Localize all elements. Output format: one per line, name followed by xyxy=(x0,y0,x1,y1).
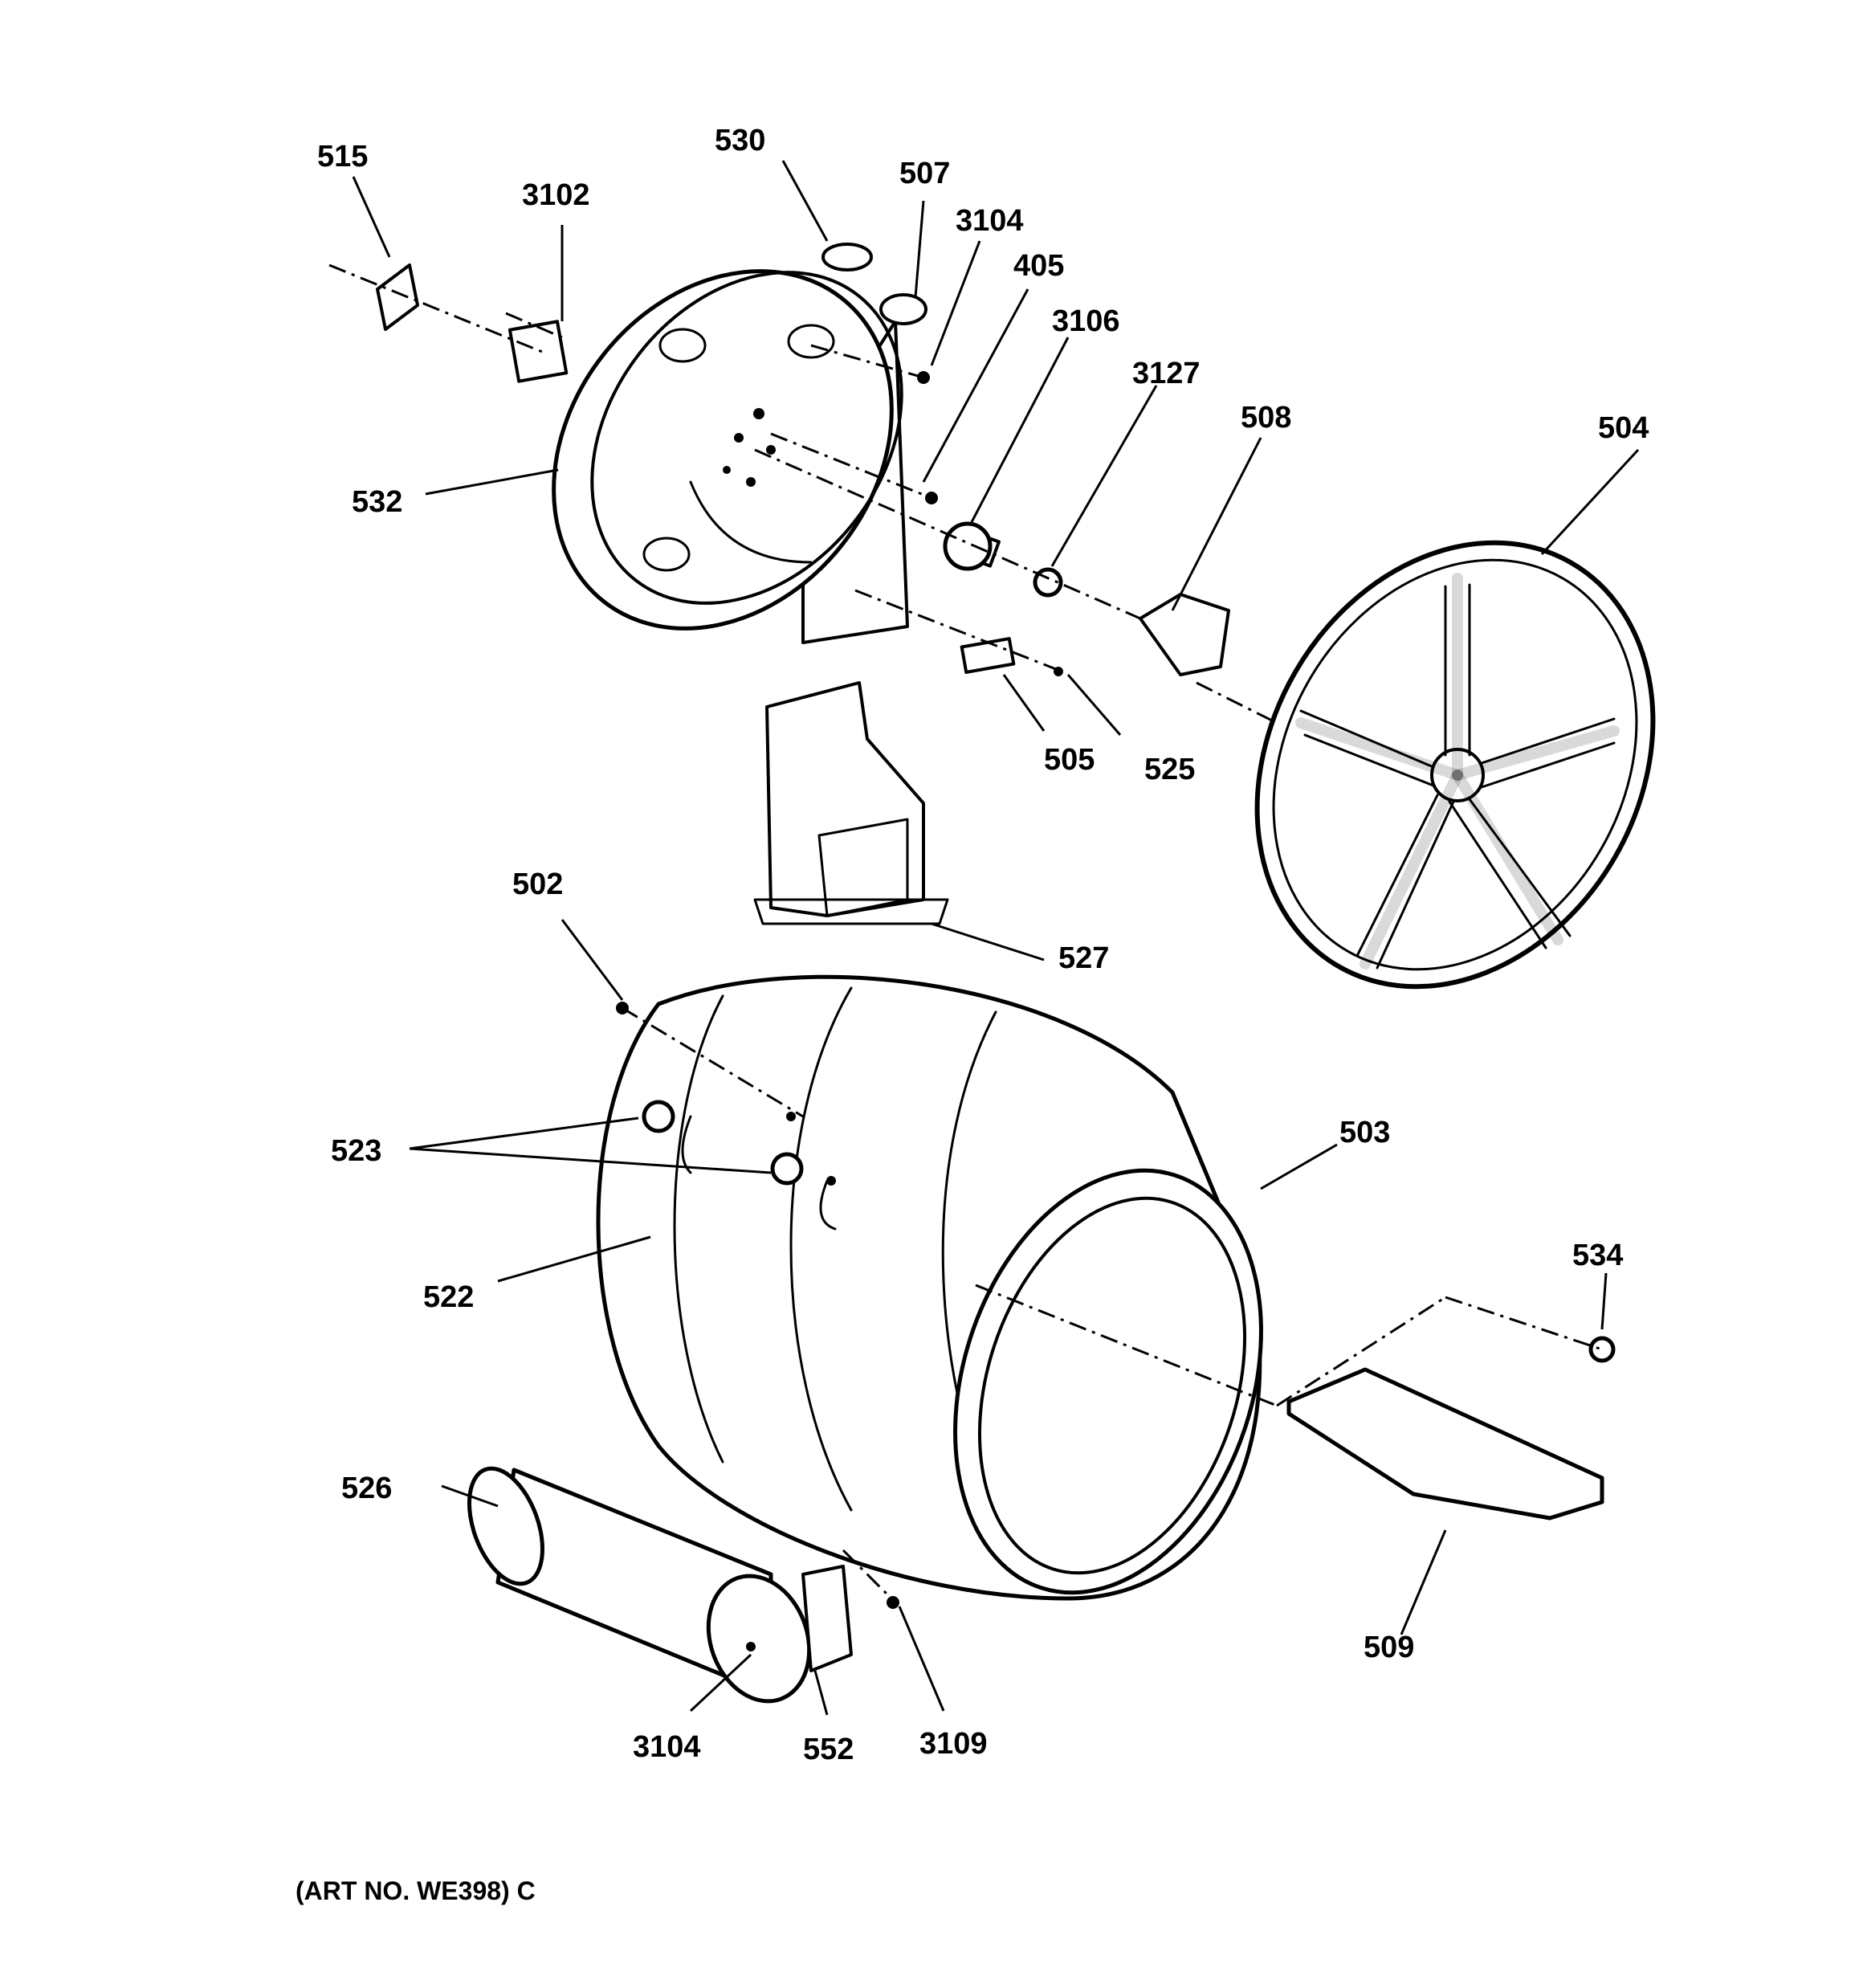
label-508: 508 xyxy=(1241,401,1291,435)
label-503: 503 xyxy=(1339,1116,1390,1149)
label-523: 523 xyxy=(331,1134,381,1168)
label-534: 534 xyxy=(1572,1239,1623,1272)
label-509: 509 xyxy=(1364,1631,1414,1664)
label-3102: 3102 xyxy=(522,178,590,212)
rear-bulkhead-532 xyxy=(552,269,909,644)
label-3104-bottom: 3104 xyxy=(633,1730,701,1764)
label-502: 502 xyxy=(512,867,563,901)
label-3127: 3127 xyxy=(1132,357,1201,390)
art-number-caption: (ART NO. WE398) C xyxy=(296,1876,536,1905)
label-3109: 3109 xyxy=(919,1727,988,1761)
duct-527 xyxy=(753,681,949,925)
small-parts xyxy=(376,243,1616,1651)
callout-labels: 515 3102 530 507 3104 405 3106 3127 508 … xyxy=(317,124,1649,1766)
label-552: 552 xyxy=(803,1733,854,1766)
label-532: 532 xyxy=(352,485,402,519)
baffle-509 xyxy=(1286,1367,1604,1521)
label-515: 515 xyxy=(317,140,368,173)
label-505: 505 xyxy=(1044,743,1095,777)
label-3104-top: 3104 xyxy=(956,204,1024,238)
label-530: 530 xyxy=(715,124,765,157)
label-527: 527 xyxy=(1058,941,1109,975)
label-504: 504 xyxy=(1598,411,1649,445)
label-522: 522 xyxy=(423,1280,474,1314)
drum-503 xyxy=(596,974,1263,1601)
label-507: 507 xyxy=(899,157,950,190)
label-526: 526 xyxy=(341,1472,392,1505)
assembly-lines xyxy=(328,263,1603,1600)
label-525: 525 xyxy=(1144,753,1195,786)
label-405: 405 xyxy=(1013,249,1064,283)
leader-lines xyxy=(352,160,1640,1716)
label-3106: 3106 xyxy=(1052,304,1120,338)
drum-front-504 xyxy=(1254,540,1656,990)
